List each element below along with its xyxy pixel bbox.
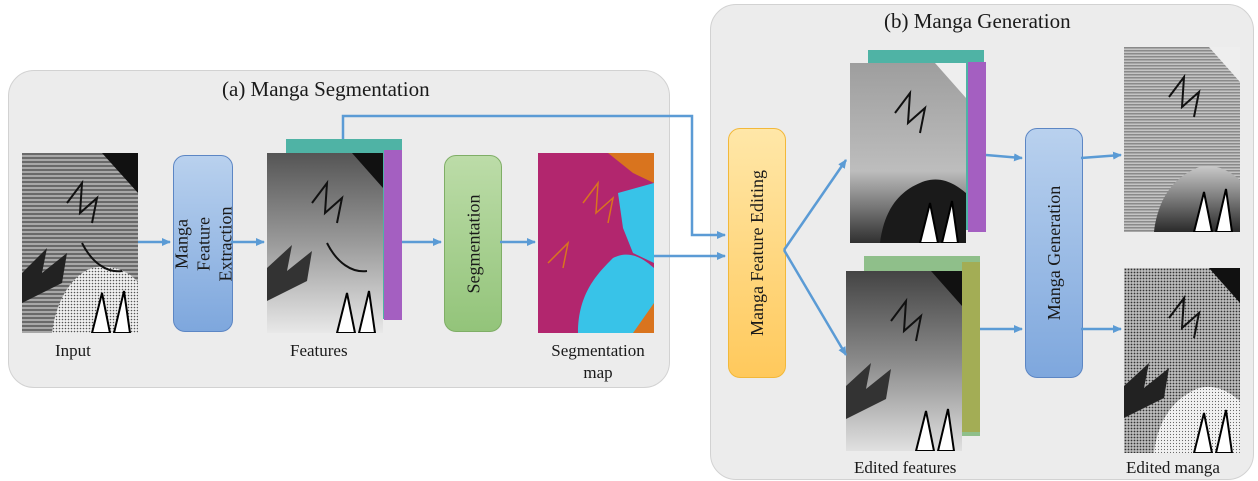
input-image — [22, 153, 138, 333]
manga-segmentation-title: (a) Manga Segmentation — [222, 77, 430, 101]
segmentation-map-image — [538, 153, 654, 333]
manga-feature-extraction-box: Manga Feature Extraction — [171, 155, 235, 332]
segmentation-box: Segmentation — [444, 155, 502, 332]
arrow-generation-to-top-manga — [1080, 151, 1122, 160]
arrow-editing-to-top-features — [782, 159, 848, 251]
edited-features-bottom-image — [846, 271, 962, 451]
manga-feature-editing-box: Manga Feature Editing — [728, 128, 786, 378]
edited-features-bottom-layer-olive — [962, 262, 980, 432]
segmentation-map-caption: Segmentation map — [551, 341, 645, 382]
edited-features-caption: Edited features — [854, 458, 957, 477]
arrow-features-to-editing — [341, 114, 726, 239]
edited-manga-caption: Edited manga — [1126, 458, 1220, 477]
features-caption: Features — [290, 341, 348, 360]
features-layer-purple — [384, 150, 402, 320]
features-image — [267, 153, 383, 333]
edited-manga-bottom-image — [1124, 268, 1240, 453]
manga-generation-title: (b) Manga Generation — [884, 9, 1071, 33]
arrow-top-features-to-generation — [985, 153, 1023, 162]
edited-features-top-image — [850, 63, 966, 243]
manga-generation-box: Manga Generation — [1025, 128, 1083, 378]
edited-features-top-layer-purple — [968, 62, 986, 232]
edited-manga-top-image — [1124, 47, 1240, 232]
input-caption: Input — [55, 341, 91, 360]
arrow-editing-to-bottom-features — [782, 249, 848, 356]
